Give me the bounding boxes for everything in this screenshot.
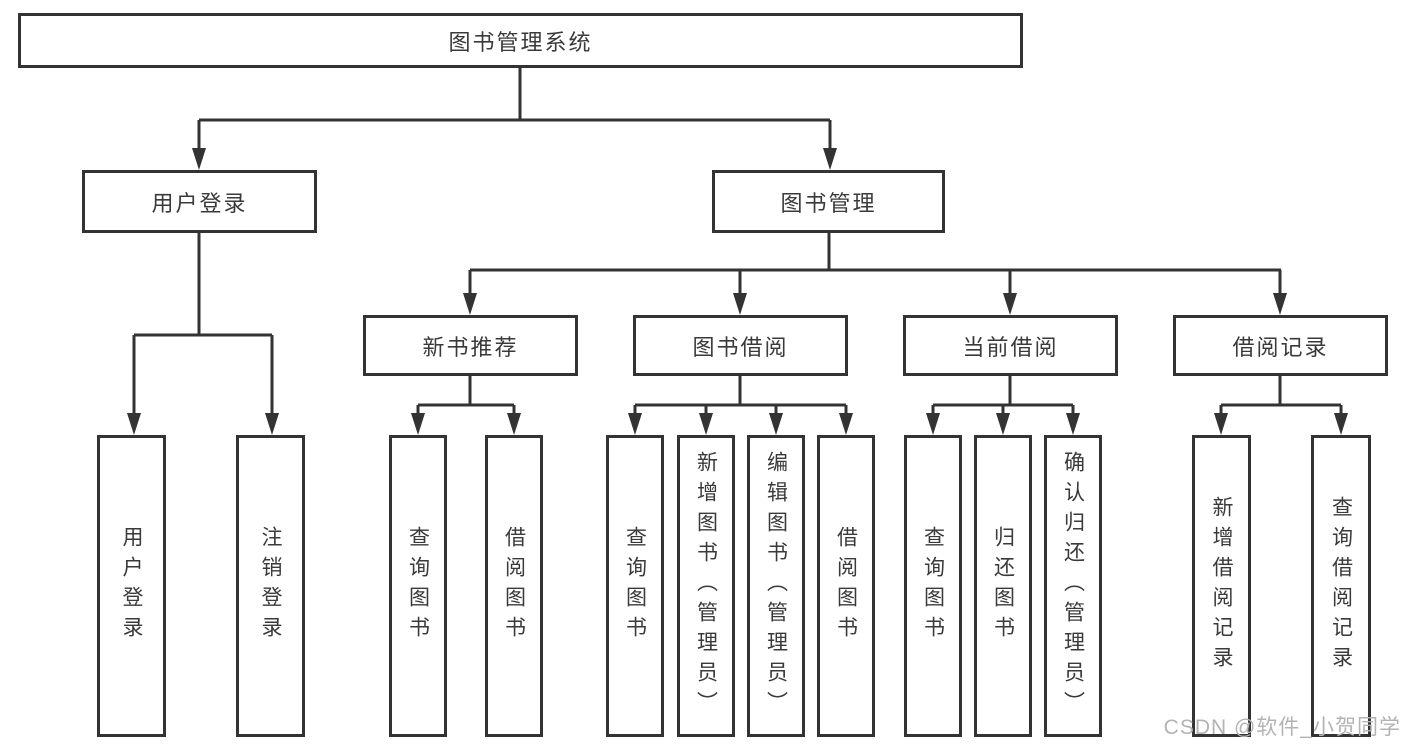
- node-user-login: 用户登录: [82, 170, 317, 233]
- node-book-management: 图书管理: [712, 170, 945, 233]
- leaf-query-books-3-label: 查询图书: [921, 526, 945, 646]
- leaf-confirm-return-admin: 确认归还（管理员）: [1044, 435, 1102, 737]
- node-book-borrow-label: 图书借阅: [692, 334, 789, 360]
- node-new-book-recommend-label: 新书推荐: [422, 334, 519, 360]
- leaf-add-borrow-record-label: 新增借阅记录: [1210, 496, 1233, 676]
- leaf-query-books-1: 查询图书: [389, 435, 447, 737]
- leaf-query-books-3: 查询图书: [904, 435, 962, 737]
- leaf-query-books-2: 查询图书: [606, 435, 664, 737]
- leaf-query-borrow-record: 查询借阅记录: [1311, 435, 1371, 737]
- leaf-add-book-admin-label: 新增图书（管理员）: [694, 451, 718, 721]
- leaf-return-book: 归还图书: [974, 435, 1032, 737]
- connector-book-management-children: [468, 233, 1282, 297]
- leaf-edit-book-admin-label: 编辑图书（管理员）: [764, 451, 788, 721]
- leaf-add-borrow-record: 新增借阅记录: [1192, 435, 1251, 737]
- connector-borrow-records-children: [1219, 376, 1343, 417]
- connector-root-to-level2: [197, 68, 832, 152]
- node-book-borrow: 图书借阅: [633, 315, 848, 376]
- leaf-confirm-return-admin-label: 确认归还（管理员）: [1061, 451, 1085, 721]
- connector-current-borrow-children: [931, 376, 1075, 417]
- connector-book-borrow-children: [633, 376, 848, 417]
- node-root: 图书管理系统: [18, 13, 1023, 68]
- node-borrow-records: 借阅记录: [1173, 315, 1388, 376]
- leaf-borrow-books-2: 借阅图书: [817, 435, 875, 737]
- node-current-borrow: 当前借阅: [903, 315, 1118, 376]
- node-new-book-recommend: 新书推荐: [363, 315, 578, 376]
- leaf-query-books-2-label: 查询图书: [623, 526, 647, 646]
- leaf-return-book-label: 归还图书: [991, 526, 1015, 646]
- leaf-logout-label: 注销登录: [259, 526, 282, 646]
- leaf-user-login-label: 用户登录: [120, 526, 143, 646]
- leaf-query-books-1-label: 查询图书: [406, 526, 430, 646]
- connector-user-login-children: [132, 233, 274, 417]
- node-book-management-label: 图书管理: [780, 190, 877, 216]
- csdn-watermark: CSDN @软件_小贺同学: [1163, 716, 1401, 739]
- leaf-logout: 注销登录: [236, 435, 305, 737]
- leaf-borrow-books-1-label: 借阅图书: [502, 526, 526, 646]
- leaf-user-login: 用户登录: [97, 435, 166, 737]
- leaf-add-book-admin: 新增图书（管理员）: [677, 435, 735, 737]
- connector-new-book-children: [416, 376, 516, 417]
- node-borrow-records-label: 借阅记录: [1232, 334, 1329, 360]
- leaf-edit-book-admin: 编辑图书（管理员）: [747, 435, 805, 737]
- node-current-borrow-label: 当前借阅: [962, 334, 1059, 360]
- node-user-login-label: 用户登录: [151, 190, 248, 216]
- leaf-borrow-books-2-label: 借阅图书: [834, 526, 858, 646]
- node-root-label: 图书管理系统: [448, 29, 593, 55]
- leaf-borrow-books-1: 借阅图书: [485, 435, 543, 737]
- leaf-query-borrow-record-label: 查询借阅记录: [1329, 496, 1353, 676]
